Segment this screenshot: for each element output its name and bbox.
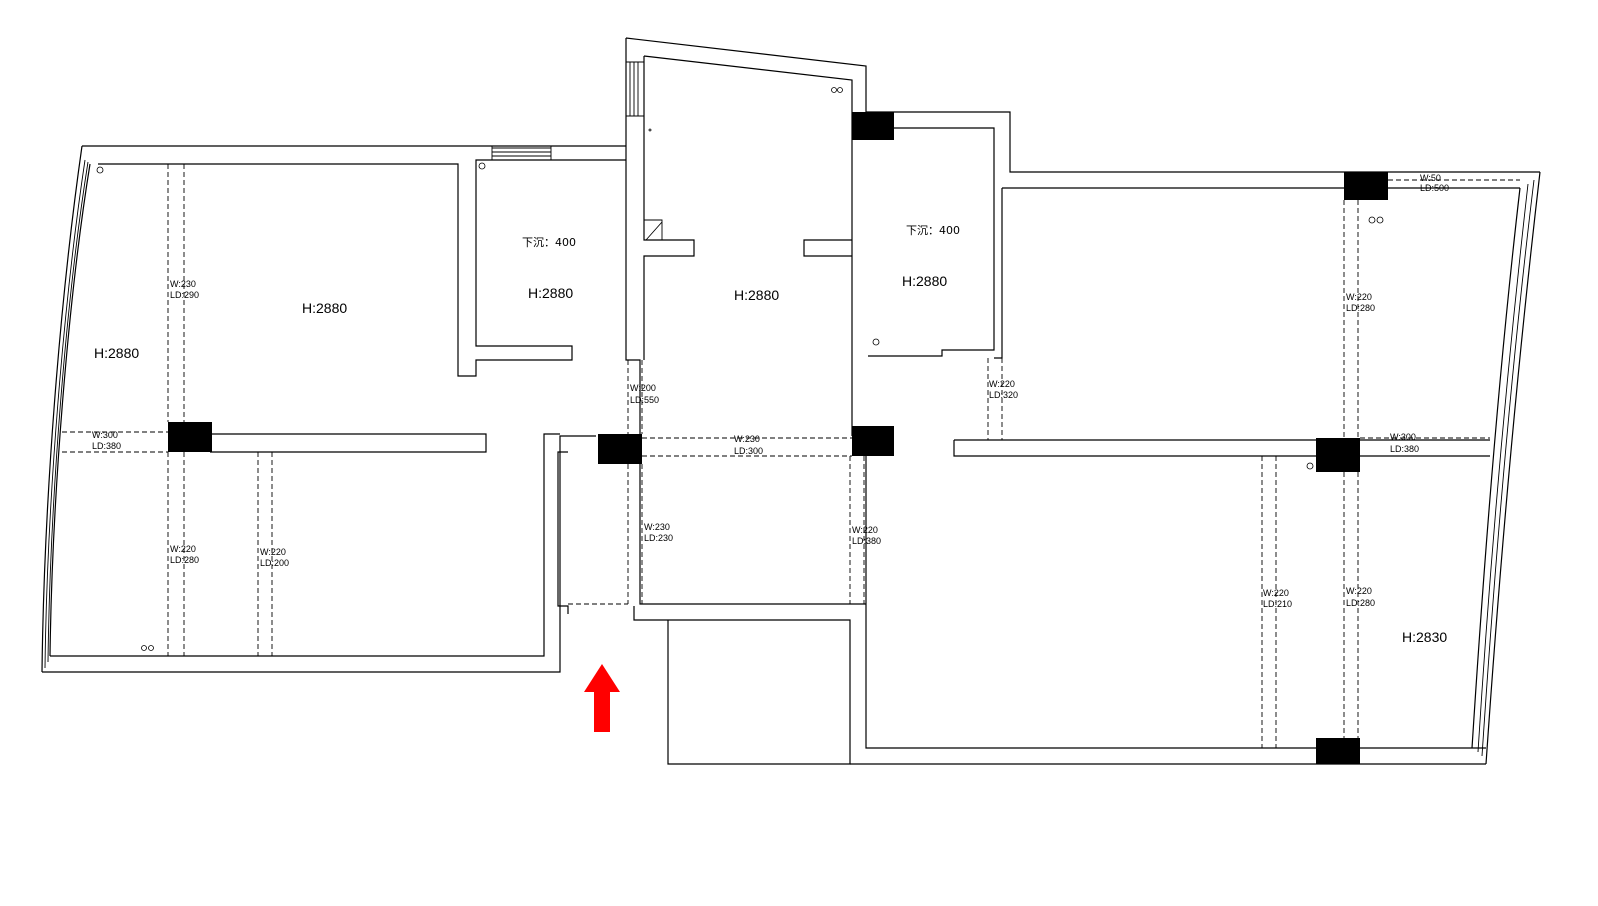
pipe-icon [831,87,837,93]
room-height-label: H:2830 [1402,629,1447,645]
beam-width-label: W:220 [260,547,286,557]
pipe-icon [837,87,843,93]
fixtures [96,87,1384,651]
beam-width-label: W:230 [734,434,760,444]
pipe-icon [872,338,880,346]
column [852,426,894,456]
beam-depth-label: LD:500 [1420,183,1449,193]
column [1316,738,1360,764]
beam-depth-label: LD:380 [92,441,121,451]
pipe-icon [478,162,486,170]
beam-depth-label: LD:280 [1346,598,1375,608]
beam-labels: W:230 LD:290 W:300 LD:380 W:220 LD:280 W… [92,173,1449,609]
beam-depth-label: LD:280 [1346,303,1375,313]
room-height-label: H:2880 [902,273,947,289]
beam-width-label: W:230 [170,279,196,289]
column [1316,438,1360,472]
pipe-icon [141,645,147,651]
beam-width-label: W:220 [1263,588,1289,598]
beam-width-label: W:220 [1346,586,1372,596]
pipe-icon [1306,462,1314,470]
beam-depth-label: LD:210 [1263,599,1292,609]
beam-width-label: W:220 [989,379,1015,389]
room-height-label: H:2880 [528,285,573,301]
column [1344,172,1388,200]
beam-width-label: W:200 [630,383,656,393]
pipe-icon [1368,216,1376,224]
beam-width-label: W:220 [170,544,196,554]
beam-lines [62,164,1520,748]
beam-width-label: W:300 [92,430,118,440]
column [598,434,642,464]
column [852,112,894,140]
walls [41,37,1541,765]
room-height-label: H:2880 [302,300,347,316]
beam-depth-label: LD:230 [644,533,673,543]
beam-width-label: W:300 [1390,432,1416,442]
pipe-icon [96,166,104,174]
entrance-arrow-icon [584,664,620,732]
column [168,422,212,452]
pipe-icon [1376,216,1384,224]
room-height-label: H:2880 [734,287,779,303]
beam-depth-label: LD:280 [170,555,199,565]
room-height-label: H:2880 [94,345,139,361]
room-labels: H:2880 H:2880 下沉：400 H:2880 H:2880 下沉：40… [94,224,1447,645]
beam-depth-label: LD:300 [734,446,763,456]
beam-depth-label: LD:320 [989,390,1018,400]
beam-depth-label: LD:380 [852,536,881,546]
room-sink-label: 下沉：400 [906,224,960,237]
beam-depth-label: LD:200 [260,558,289,568]
structural-columns [168,112,1388,764]
beam-width-label: W:220 [1346,292,1372,302]
pipe-icon [148,645,154,651]
room-sink-label: 下沉：400 [522,236,576,249]
beam-depth-label: LD:380 [1390,444,1419,454]
beam-depth-label: LD:550 [630,395,659,405]
beam-width-label: W:220 [852,525,878,535]
beam-depth-label: LD:290 [170,290,199,300]
beam-width-label: W:50 [1420,173,1441,183]
beam-width-label: W:230 [644,522,670,532]
pipe-icon [648,128,652,132]
